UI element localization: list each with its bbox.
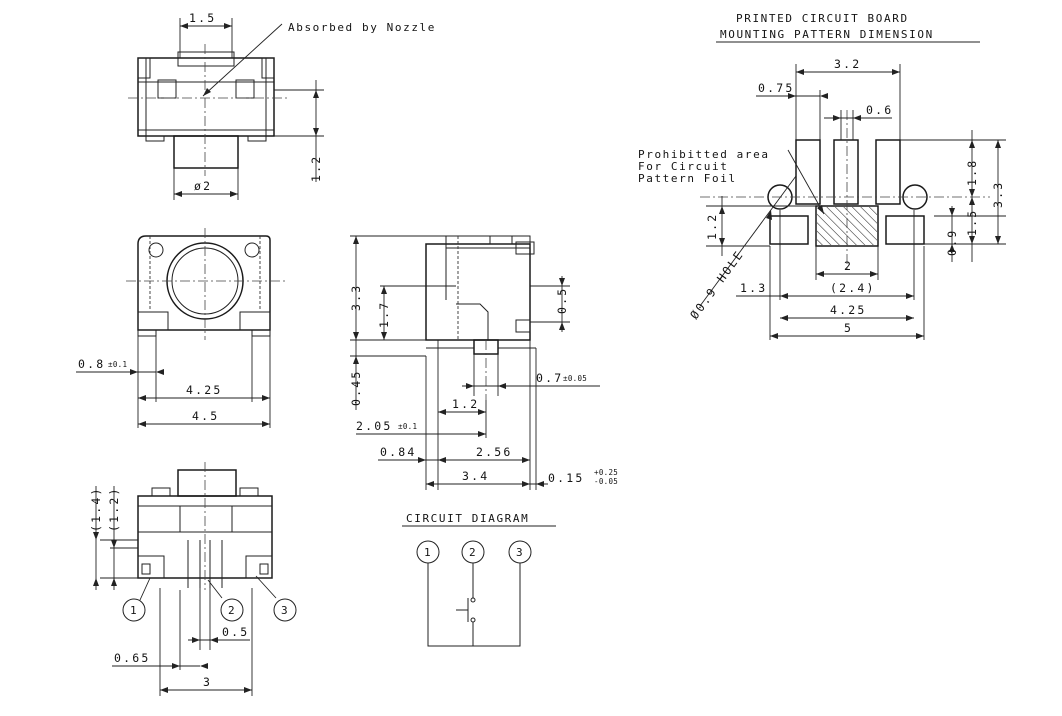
side-offset-tol: ±0.1 bbox=[398, 422, 417, 431]
circuit-title: CIRCUIT DIAGRAM bbox=[406, 512, 529, 525]
hole-note: Ø0.9 HOLE bbox=[687, 247, 747, 322]
top-height-label: 1.2 bbox=[309, 155, 323, 182]
side-view: 3.3 1.7 0.45 0.5 0.7 ±0.05 bbox=[349, 235, 618, 490]
side-pin-tol: ±0.05 bbox=[563, 374, 587, 383]
top-view-body bbox=[128, 44, 290, 176]
circuit-diagram: CIRCUIT DIAGRAM 1 2 3 bbox=[402, 512, 556, 647]
side-view-dims: 3.3 1.7 0.45 0.5 0.7 ±0.05 bbox=[349, 235, 618, 490]
top-view: 1.5 Absorbed by Nozzle ø2 1.2 bbox=[128, 11, 436, 200]
side-d2-label: 2.56 bbox=[476, 445, 513, 459]
side-pin-label: 0.7 bbox=[536, 371, 563, 385]
pin-3-label: 3 bbox=[281, 604, 288, 617]
side-offset-label: 2.05 bbox=[356, 419, 393, 433]
bottom-view-dims: (1.4) (1.2) 1 2 3 0.5 0.65 bbox=[89, 486, 297, 696]
pcb-pattern: PRINTED CIRCUIT BOARD MOUNTING PATTERN D… bbox=[638, 12, 1006, 340]
pcb-slot-label: 0.6 bbox=[866, 103, 893, 117]
bottom-gap-label: 0.5 bbox=[222, 625, 249, 639]
pcb-dims: 3.2 0.75 0.6 1.8 1.5 3.3 bbox=[638, 57, 1006, 340]
pcb-hole-off-label: 1.3 bbox=[740, 281, 767, 295]
front-view: 0.8 ±0.1 4.25 4.5 bbox=[76, 228, 286, 428]
pin-1-label: 1 bbox=[130, 604, 137, 617]
bottom-view-body bbox=[137, 462, 273, 590]
circuit-node-3-label: 3 bbox=[516, 546, 523, 559]
pcb-left-h-label: 1.2 bbox=[705, 213, 719, 240]
side-lever-thk-label: 0.5 bbox=[555, 287, 569, 314]
pcb-top-width-label: 3.2 bbox=[834, 57, 861, 71]
side-base-label: 0.45 bbox=[349, 370, 363, 407]
front-view-body bbox=[126, 228, 286, 340]
bottom-view: (1.4) (1.2) 1 2 3 0.5 0.65 bbox=[89, 462, 297, 696]
side-gap-tol-minus: -0.05 bbox=[594, 477, 618, 486]
pcb-title-1: PRINTED CIRCUIT BOARD bbox=[736, 12, 909, 25]
circuit-node-2-label: 2 bbox=[469, 546, 476, 559]
top-width-label: 1.5 bbox=[189, 11, 216, 25]
side-gap-label: 0.15 bbox=[548, 471, 585, 485]
nozzle-note: Absorbed by Nozzle bbox=[288, 21, 436, 34]
pcb-h1-label: 1.8 bbox=[965, 159, 979, 186]
pin-2-label: 2 bbox=[228, 604, 235, 617]
bottom-h2-label: (1.2) bbox=[107, 486, 121, 532]
front-view-dims: 0.8 ±0.1 4.25 4.5 bbox=[76, 336, 271, 428]
pin-1-callout bbox=[122, 598, 146, 622]
front-inner-label: 4.25 bbox=[186, 383, 223, 397]
prohibited-note-2: For Circuit bbox=[638, 160, 728, 173]
pcb-pads bbox=[700, 110, 990, 270]
pcb-mid-label: (2.4) bbox=[830, 281, 876, 295]
bottom-h1-label: (1.4) bbox=[89, 486, 103, 532]
circuit-node-1-label: 1 bbox=[424, 546, 431, 559]
top-view-dims: 1.5 Absorbed by Nozzle ø2 1.2 bbox=[173, 11, 436, 200]
pcb-pad-width-label: 0.75 bbox=[758, 81, 795, 95]
pin-2-callout bbox=[220, 598, 244, 622]
side-span-label: 1.2 bbox=[452, 397, 479, 411]
pcb-pads-label: 4.25 bbox=[830, 303, 867, 317]
side-depth-label: 3.4 bbox=[462, 469, 489, 483]
side-lever-label: 1.7 bbox=[377, 301, 391, 328]
pin-3-callout bbox=[273, 598, 297, 622]
prohibited-note-1: Prohibitted area bbox=[638, 148, 770, 161]
side-height-label: 3.3 bbox=[349, 284, 363, 311]
prohibited-note-3: Pattern Foil bbox=[638, 172, 737, 185]
front-tab-tol: ±0.1 bbox=[108, 360, 127, 369]
side-view-body bbox=[425, 235, 536, 400]
side-gap-tol-plus: +0.25 bbox=[594, 468, 618, 477]
front-tab-label: 0.8 bbox=[78, 357, 105, 371]
bottom-width-label: 3 bbox=[203, 675, 212, 689]
bottom-pitch-label: 0.65 bbox=[114, 651, 151, 665]
side-d1-label: 0.84 bbox=[380, 445, 417, 459]
pcb-pad-h-label: 0.9 bbox=[945, 229, 959, 256]
pcb-total-label: 5 bbox=[844, 321, 853, 335]
pcb-h2-label: 1.5 bbox=[965, 209, 979, 236]
front-outer-label: 4.5 bbox=[192, 409, 219, 423]
pcb-title-2: MOUNTING PATTERN DIMENSION bbox=[720, 28, 934, 41]
pcb-total-h-label: 3.3 bbox=[991, 181, 1005, 208]
pcb-hatch-w-label: 2 bbox=[844, 259, 853, 273]
top-dia-label: ø2 bbox=[194, 179, 212, 193]
